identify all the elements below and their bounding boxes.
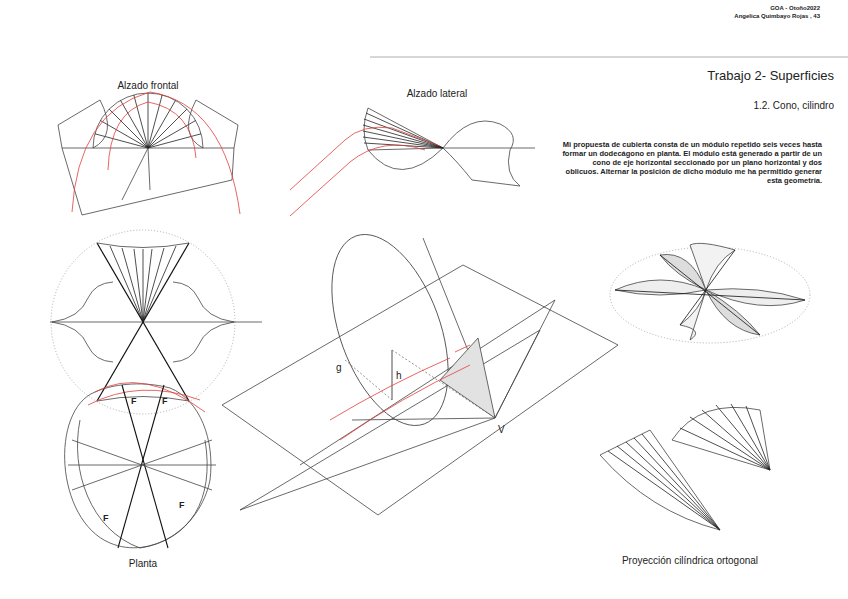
cylindrical-projection xyxy=(600,404,770,530)
drawing-label: F xyxy=(162,396,168,407)
drawing-label: V xyxy=(498,424,505,436)
sheet-title: Trabajo 2- Superficies xyxy=(707,68,834,84)
drawing-label: F xyxy=(131,396,137,407)
drawing-label: Mi propuesta de cubierta consta de un mó… xyxy=(560,140,822,185)
drawing-label: 1.2. Cono, cilindro xyxy=(753,100,834,112)
plan-view xyxy=(50,230,262,548)
drawing-label: Angelica Quimbayo Rojas , 43 xyxy=(734,13,820,20)
drawing-label: F xyxy=(179,500,185,511)
drawing-label: g xyxy=(336,362,342,374)
drawing-label: Proyección cilíndrica ortogonal xyxy=(622,555,758,567)
side-elevation xyxy=(290,108,535,216)
axonometric-view xyxy=(222,219,618,515)
drawing-label: Alzado frontal xyxy=(117,80,178,92)
front-elevation xyxy=(58,92,240,215)
header-rule xyxy=(370,57,848,58)
drawing-label: GOA - Otoño2022 xyxy=(770,5,820,12)
drawing-label: h xyxy=(396,370,402,382)
drawing-label: F xyxy=(103,513,109,524)
roof-perspective xyxy=(610,243,810,343)
drawing-label: Alzado lateral xyxy=(407,88,468,100)
drawing-label: Planta xyxy=(129,558,157,570)
